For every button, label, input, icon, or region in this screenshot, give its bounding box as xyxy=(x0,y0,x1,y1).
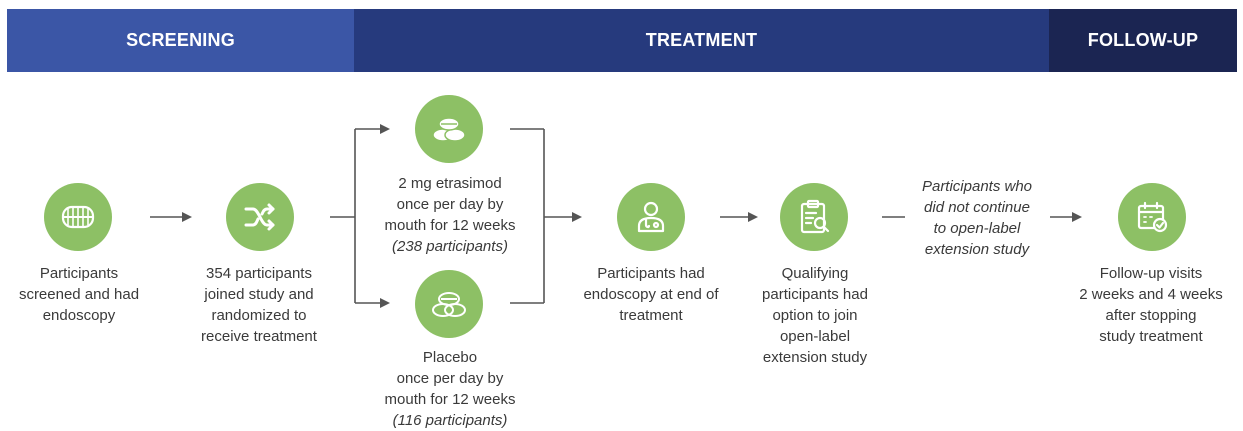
phase-label-follow-up: FOLLOW-UP xyxy=(1087,30,1199,50)
label-line: Participants xyxy=(39,265,119,282)
label-line: endoscopy at end of xyxy=(583,286,719,303)
arm-placebo-label: Placebo once per day by mouth for 12 wee… xyxy=(371,347,529,431)
phase-bar-follow-up: FOLLOW-UP xyxy=(1049,9,1237,72)
label-line: extension study xyxy=(924,241,1030,258)
label-line: extension study xyxy=(762,349,868,366)
step-follow-up-label: Follow-up visits 2 weeks and 4 weeks aft… xyxy=(1065,263,1237,347)
phase-bar-screening: SCREENING xyxy=(7,9,354,72)
label-line: 354 participants xyxy=(206,265,312,282)
label-line: Qualifying xyxy=(781,265,849,282)
step-extension-label: Qualifying participants had option to jo… xyxy=(740,263,890,368)
label-line: study treatment xyxy=(1099,328,1203,345)
label-line: participants had xyxy=(762,286,868,303)
step-endoscopy-end-label: Participants had endoscopy at end of tre… xyxy=(572,263,730,326)
calendar-check-icon xyxy=(1118,183,1186,251)
label-line: Follow-up visits xyxy=(1099,265,1203,282)
pills-icon xyxy=(415,95,483,163)
step-randomized-label: 354 participants joined study and random… xyxy=(188,263,330,347)
label-line: once per day by xyxy=(396,196,504,213)
label-line: 2 mg etrasimod xyxy=(398,175,502,192)
clipboard-search-icon xyxy=(780,183,848,251)
phase-bar-treatment: TREATMENT xyxy=(354,9,1049,72)
label-line: option to join xyxy=(772,307,858,324)
shuffle-icon xyxy=(226,183,294,251)
label-line: receive treatment xyxy=(201,328,317,345)
teeth-endoscopy-icon xyxy=(44,183,112,251)
label-line: endoscopy xyxy=(42,307,116,324)
phase-label-treatment: TREATMENT xyxy=(645,30,758,50)
label-line: once per day by xyxy=(396,370,504,387)
label-line: screened and had xyxy=(18,286,140,303)
label-line: to open-label xyxy=(933,220,1021,237)
step-screening-label: Participants screened and had endoscopy xyxy=(10,263,148,326)
label-line: mouth for 12 weeks xyxy=(384,391,516,408)
pills-icon xyxy=(415,270,483,338)
label-line: Placebo xyxy=(422,349,478,366)
label-line: after stopping xyxy=(1105,307,1197,324)
label-line: Participants had xyxy=(597,265,705,282)
label-line: 2 weeks and 4 weeks xyxy=(1079,286,1223,303)
arm-etrasimod-label: 2 mg etrasimod once per day by mouth for… xyxy=(371,173,529,257)
not-continue-note: Participants who did not continue to ope… xyxy=(897,176,1057,260)
label-line: Participants who xyxy=(921,178,1033,195)
participant-count: (116 participants) xyxy=(392,412,508,429)
doctor-icon xyxy=(617,183,685,251)
label-line: randomized to xyxy=(211,307,307,324)
label-line: mouth for 12 weeks xyxy=(384,217,516,234)
participant-count: (238 participants) xyxy=(392,238,508,255)
label-line: joined study and xyxy=(204,286,314,303)
label-line: open-label xyxy=(779,328,851,345)
label-line: did not continue xyxy=(924,199,1030,216)
phase-label-screening: SCREENING xyxy=(126,30,235,50)
label-line: treatment xyxy=(619,307,683,324)
